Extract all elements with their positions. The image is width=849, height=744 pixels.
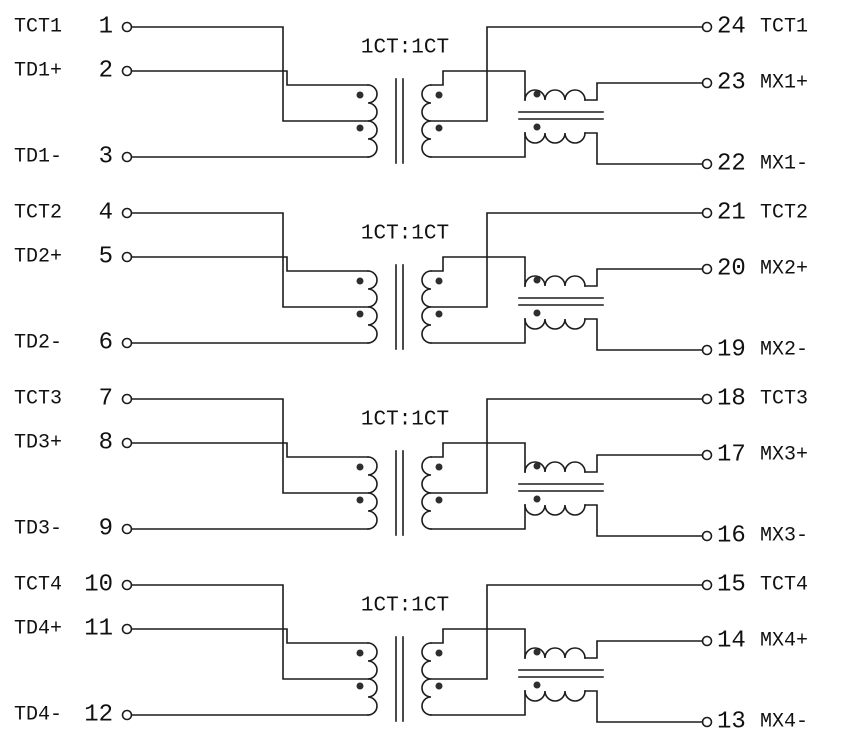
left-pin-number: 8: [99, 430, 113, 457]
turns-ratio-label: 1CT:1CT: [361, 223, 449, 246]
right-pin-number: 23: [717, 70, 746, 97]
right-pin-number: 14: [717, 628, 746, 655]
right-pin-number: 18: [717, 386, 746, 413]
right-pin-number: 19: [717, 337, 746, 364]
left-pin-name: TD2+: [14, 246, 62, 269]
right-pin-number: 13: [717, 709, 746, 736]
channel-1: TCT1 1 TD1+ 2 TD1- 3 1CT:1CT 24 TCT1 23 …: [14, 14, 808, 178]
left-pin-name: TCT3: [14, 388, 62, 411]
left-pin-name: TD1+: [14, 60, 62, 83]
right-pin-number: 17: [717, 442, 746, 469]
left-pin-number: 11: [84, 616, 113, 643]
left-pin-number: 6: [99, 330, 113, 357]
left-pin-name: TD4-: [14, 704, 62, 727]
right-pin-name: MX2-: [760, 339, 808, 362]
left-pin-name: TCT2: [14, 202, 62, 225]
right-pin-name: TCT4: [760, 574, 808, 597]
left-pin-number: 5: [99, 244, 113, 271]
right-pin-name: MX4-: [760, 711, 808, 734]
left-pin-name: TD3-: [14, 518, 62, 541]
right-pin-name: MX2+: [760, 258, 808, 281]
turns-ratio-label: 1CT:1CT: [361, 595, 449, 618]
right-pin-name: MX4+: [760, 630, 808, 653]
left-pin-number: 1: [99, 14, 113, 41]
right-pin-name: MX3-: [760, 525, 808, 548]
left-pin-number: 9: [99, 516, 113, 543]
right-pin-name: MX1+: [760, 72, 808, 95]
right-pin-number: 15: [717, 572, 746, 599]
turns-ratio-label: 1CT:1CT: [361, 37, 449, 60]
right-pin-number: 22: [717, 151, 746, 178]
right-pin-name: TCT3: [760, 388, 808, 411]
left-pin-name: TD3+: [14, 432, 62, 455]
right-pin-number: 21: [717, 200, 746, 227]
left-pin-name: TCT1: [14, 16, 62, 39]
left-pin-name: TCT4: [14, 574, 62, 597]
left-pin-number: 7: [99, 386, 113, 413]
left-pin-name: TD1-: [14, 146, 62, 169]
right-pin-number: 24: [717, 14, 746, 41]
right-pin-number: 16: [717, 523, 746, 550]
right-pin-name: TCT2: [760, 202, 808, 225]
channel-2: TCT2 4 TD2+ 5 TD2- 6 1CT:1CT 21 TCT2 20 …: [14, 200, 808, 364]
left-pin-name: TD4+: [14, 618, 62, 641]
left-pin-number: 10: [84, 572, 113, 599]
left-pin-name: TD2-: [14, 332, 62, 355]
channel-3: TCT3 7 TD3+ 8 TD3- 9 1CT:1CT 18 TCT3 17 …: [14, 386, 808, 550]
left-pin-number: 3: [99, 144, 113, 171]
channel-4: TCT4 10 TD4+ 11 TD4- 12 1CT:1CT 15 TCT4 …: [14, 572, 808, 736]
left-pin-number: 2: [99, 58, 113, 85]
right-pin-name: MX3+: [760, 444, 808, 467]
left-pin-number: 4: [99, 200, 113, 227]
right-pin-number: 20: [717, 256, 746, 283]
left-pin-number: 12: [84, 702, 113, 729]
turns-ratio-label: 1CT:1CT: [361, 409, 449, 432]
right-pin-name: TCT1: [760, 16, 808, 39]
right-pin-name: MX1-: [760, 153, 808, 176]
